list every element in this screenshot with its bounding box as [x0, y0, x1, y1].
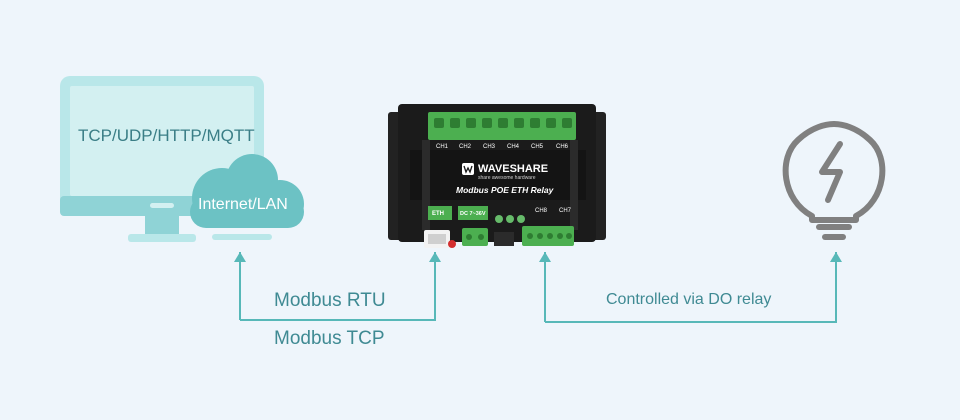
- arrow-head-device: [429, 252, 441, 262]
- modbus-tcp-label: Modbus TCP: [274, 328, 385, 349]
- arrow-head-pc: [234, 252, 246, 262]
- channel-label: CH7: [559, 208, 572, 214]
- channel-label: CH5: [531, 144, 544, 150]
- arrow-device-to-bulb: [544, 252, 837, 323]
- channel-label: CH1: [436, 144, 449, 150]
- arrow-head-relay: [539, 252, 551, 262]
- channel-label: CH6: [556, 144, 569, 150]
- product-name: Modbus POE ETH Relay: [456, 185, 555, 195]
- arrow-head-bulb: [830, 252, 842, 262]
- channel-label: CH2: [459, 144, 472, 150]
- network-label: Internet/LAN: [198, 196, 288, 213]
- channel-label: CH3: [483, 144, 496, 150]
- led-indicator: [517, 215, 525, 223]
- channel-label: CH4: [507, 144, 520, 150]
- protocol-list-label: TCP/UDP/HTTP/MQTT: [78, 126, 255, 145]
- arrow-pc-to-device: [239, 252, 436, 321]
- led-indicator: [495, 215, 503, 223]
- led-indicator: [506, 215, 514, 223]
- brand-tagline: share awesome hardware: [478, 175, 536, 181]
- power-label: DC 7~36V: [460, 211, 486, 217]
- relay-control-label: Controlled via DO relay: [606, 291, 772, 308]
- modbus-rtu-label: Modbus RTU: [274, 290, 386, 311]
- brand-name: WAVESHARE: [478, 163, 548, 175]
- channel-label: CH8: [535, 208, 548, 214]
- power-terminal: [462, 228, 488, 246]
- eth-label: ETH: [432, 211, 444, 217]
